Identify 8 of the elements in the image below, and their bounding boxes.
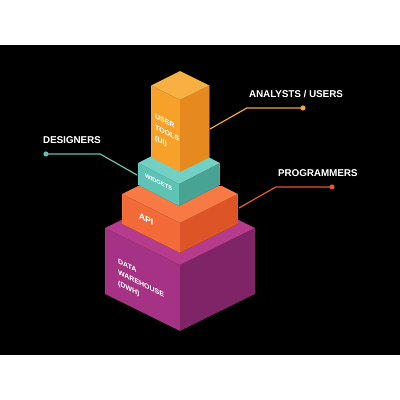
role-label: PROGRAMMERS xyxy=(278,168,358,180)
leader-line xyxy=(44,152,138,176)
role-label: DESIGNERS xyxy=(43,135,101,147)
layer-label: API xyxy=(139,211,154,227)
leader-line xyxy=(238,184,334,209)
leader-line xyxy=(210,106,306,130)
isometric-block xyxy=(151,70,210,172)
role-label: ANALYSTS / USERS xyxy=(249,89,343,101)
